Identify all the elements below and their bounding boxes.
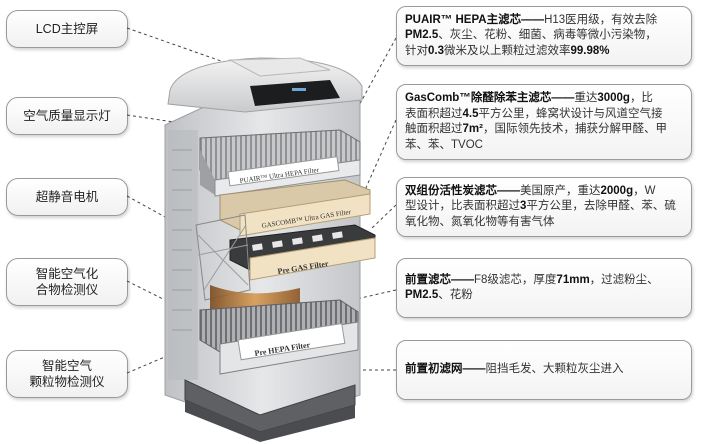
- carbon-desc1-bold: 2000g: [601, 185, 634, 197]
- pre-title: 前置滤芯——: [405, 274, 474, 286]
- gascomb-desc4: 苯、苯、TVOC: [405, 139, 483, 151]
- hepa-desc1: H13医用级，有效去除: [544, 14, 657, 26]
- pre-desc2-bold: PM2.5: [405, 289, 438, 301]
- pre-desc2: 、花粉: [438, 289, 473, 301]
- gascomb-desc3a: 触面积超过: [405, 123, 463, 135]
- pre-desc1a: F8级滤芯，厚度: [474, 274, 556, 286]
- info-hepa-filter: PUAIR™ HEPA主滤芯——H13医用级，有效去除 PM2.5、灰尘、花粉、…: [396, 6, 692, 66]
- info-carbon-filter: 双组份活性炭滤芯——美国原产，重达2000g，W 型设计，比表面积超过3平方公里…: [396, 177, 692, 237]
- primary-title: 前置初滤网——: [405, 363, 486, 375]
- hepa-desc3a: 针对: [405, 45, 428, 57]
- gascomb-desc2b: 平方公里，蜂窝状设计与风道空气接: [479, 108, 663, 120]
- hepa-desc3b: 微米及以上颗粒过滤效率: [444, 45, 571, 57]
- carbon-desc1a: 美国原产，重达: [520, 185, 601, 197]
- pre-desc1-bold: 71mm: [556, 274, 589, 286]
- gascomb-desc1b: ，比: [630, 92, 653, 104]
- pre-desc1b: ，过滤粉尘、: [590, 274, 659, 286]
- hepa-title: PUAIR™ HEPA主滤芯——: [405, 14, 544, 26]
- carbon-desc2b: 平方公里，去除甲醛、苯、硫: [526, 200, 676, 212]
- gascomb-desc2a: 表面积超过: [405, 108, 463, 120]
- carbon-desc2a: 型设计，比表面积超过: [405, 200, 520, 212]
- info-primary-filter: 前置初滤网——阻挡毛发、大颗粒灰尘进入: [396, 340, 692, 400]
- hepa-desc2-bold: PM2.5: [405, 29, 438, 41]
- primary-desc1: 阻挡毛发、大颗粒灰尘进入: [486, 363, 624, 375]
- info-gascomb-filter: GasComb™除醛除苯主滤芯——重达3000g，比 表面积超过4.5平方公里，…: [396, 84, 692, 160]
- hepa-desc2: 、灰尘、花粉、细菌、病毒等微小污染物，: [438, 29, 657, 41]
- hepa-desc3-bold: 0.3: [428, 45, 444, 57]
- carbon-title: 双组份活性炭滤芯——: [405, 185, 520, 197]
- gascomb-desc3b: ，国际领先技术，捕获分解甲醛、甲: [483, 123, 667, 135]
- gascomb-desc2-bold: 4.5: [463, 108, 479, 120]
- carbon-desc3: 氧化物、氮氧化物等有害气体: [405, 216, 555, 228]
- gascomb-desc1a: 重达: [574, 92, 597, 104]
- info-pre-filter: 前置滤芯——F8级滤芯，厚度71mm，过滤粉尘、 PM2.5、花粉: [396, 258, 692, 318]
- gascomb-desc1-bold: 3000g: [597, 92, 630, 104]
- hepa-desc3-bold2: 99.98%: [571, 45, 610, 57]
- gascomb-desc3-bold: 7m²: [463, 123, 483, 135]
- gascomb-title: GasComb™除醛除苯主滤芯——: [405, 92, 574, 104]
- carbon-desc1b: ，W: [633, 185, 655, 197]
